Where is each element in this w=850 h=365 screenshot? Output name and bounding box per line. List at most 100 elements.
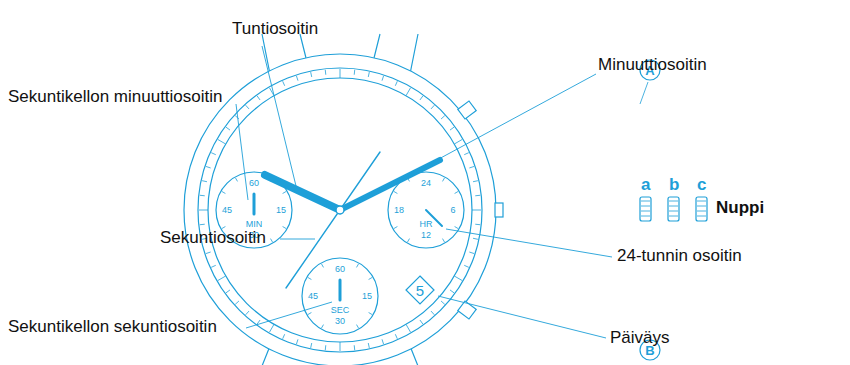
leader-line [280,239,315,240]
dial-tick [441,301,445,304]
leader-line [424,74,596,167]
subdial-minute-hand [253,194,256,214]
dial-tick [382,339,384,344]
minute-hand [340,160,440,210]
subdial-tick [394,227,397,229]
dial-text: 60 [249,179,259,188]
dial-tick [472,210,481,211]
subdial-tick [455,227,458,229]
dial-text: MIN [246,220,263,229]
dial-text: 45 [222,206,232,215]
subdial-tick [369,313,372,315]
dial-tick [311,343,312,348]
subdial-tick [222,192,225,194]
dial-text: SEC [331,306,350,315]
dial-tick [206,252,211,254]
subdial-tick [236,178,238,181]
dial-tick [464,265,469,267]
dial-tick [395,81,397,86]
part-label: Sekuntiosoitin [160,229,266,248]
subdial-seconds: 6015SEC3045 [300,256,380,336]
dial-tick [296,339,298,344]
dial-tick [340,69,341,78]
dial-tick [200,224,205,226]
dial-tick [246,105,249,109]
dial-text: 15 [362,292,372,301]
subdial-tick [271,239,273,242]
dial-tick [200,195,205,197]
subdial-tick [283,227,286,229]
hand-pivot [336,206,344,214]
part-label: Päiväys [610,329,670,348]
dial-tick [441,116,445,119]
part-label: Sekuntikellon minuuttiosoitin [8,88,223,107]
dial-text: 30 [335,317,345,326]
dial-ticks [199,69,481,351]
part-label: Sekuntikellon sekuntiosoitin [8,318,217,337]
dial-tick [473,181,478,182]
leader-line [236,104,248,200]
dial-tick [311,72,312,77]
dial-tick [340,342,341,351]
crown-rib [669,206,678,207]
dial-tick [475,195,480,197]
crown-rib [697,211,706,212]
leader-line [262,46,296,186]
dial-tick [464,153,469,155]
part-label: Tuntiosoitin [232,20,318,39]
dial-text: 15 [276,206,286,215]
dial-tick [211,153,216,155]
dial-tick [368,72,369,77]
crown-stem [495,203,503,217]
date-window: 5 [405,275,435,305]
crown-rib [669,216,678,217]
watch-dial [208,78,472,342]
part-label: 24-tunnin osoitin [617,247,742,266]
dial-tick [420,320,423,324]
subdial-tick [322,264,324,267]
dial-tick [368,343,369,348]
dial-tick [431,105,434,109]
crown-a [640,197,651,221]
dial-tick [395,334,397,339]
dial-tick [235,301,239,304]
dial-tick [270,324,275,332]
watch-bezel [198,68,482,352]
crown-rib [697,206,706,207]
subdial-tick [322,325,324,328]
crown-rib [697,216,706,217]
dial-text: 24 [421,179,431,188]
dial-text: 5 [416,283,424,298]
crown-b [668,197,679,221]
dial-tick [202,181,207,182]
dial-tick [382,76,384,81]
subdial-tick [394,192,397,194]
dial-tick [454,140,462,145]
dial-tick [283,81,285,86]
dial-tick [354,345,356,350]
leader-line [246,302,332,328]
dial-tick [206,166,211,168]
dial-tick [469,166,474,168]
crown-rib [641,211,650,212]
part-label: Nuppi [716,199,764,218]
dial-tick [211,265,216,267]
subdial-tick [443,239,445,242]
subdial-tick [283,192,286,194]
dial-tick [354,70,356,75]
leader-line [446,229,612,257]
dial-tick [406,324,411,332]
dial-text: HR [420,220,433,229]
dial-text: 60 [335,265,345,274]
dial-tick [218,140,226,145]
dial-tick [473,238,478,239]
dial-text: 18 [394,206,404,215]
subdial-ticks [222,178,458,328]
dial-tick [257,96,260,100]
dial-tick [406,88,411,96]
dial-text: 6 [450,206,455,215]
subdial-tick [357,264,359,267]
dial-text: 12 [421,231,431,240]
dial-tick [226,127,230,130]
